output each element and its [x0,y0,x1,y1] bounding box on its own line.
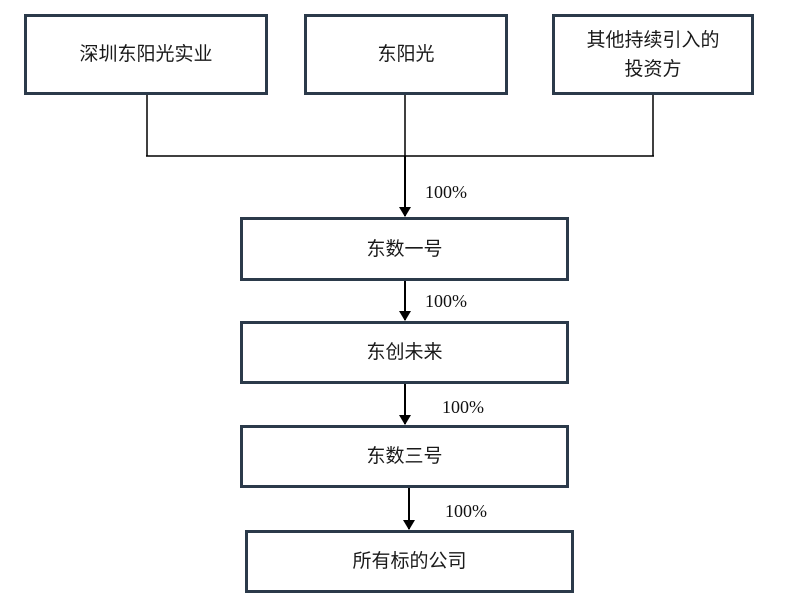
entity-node: 东数三号 [240,425,569,488]
shareholder-node: 其他持续引入的 投资方 [552,14,754,95]
shareholder-node: 东阳光 [304,14,508,95]
entity-node: 东数一号 [240,217,569,281]
target-companies-label: 所有标的公司 [352,550,467,572]
entity-node: 东创未来 [240,321,569,384]
ownership-percentage: 100% [445,501,487,521]
entity-label: 东数一号 [366,237,443,260]
ownership-percentage: 100% [442,397,484,417]
entity-label: 东数三号 [366,445,443,467]
ownership-percentage: 100% [425,182,467,202]
entity-label: 东创未来 [366,341,443,363]
shareholder-node: 深圳东阳光实业 [24,14,268,95]
shareholder-label: 深圳东阳光实业 [79,43,213,65]
target-companies-node: 所有标的公司 [245,530,574,593]
shareholder-label: 东阳光 [377,43,435,65]
shareholder-label: 其他持续引入的 投资方 [586,28,720,80]
ownership-percentage: 100% [425,291,467,311]
